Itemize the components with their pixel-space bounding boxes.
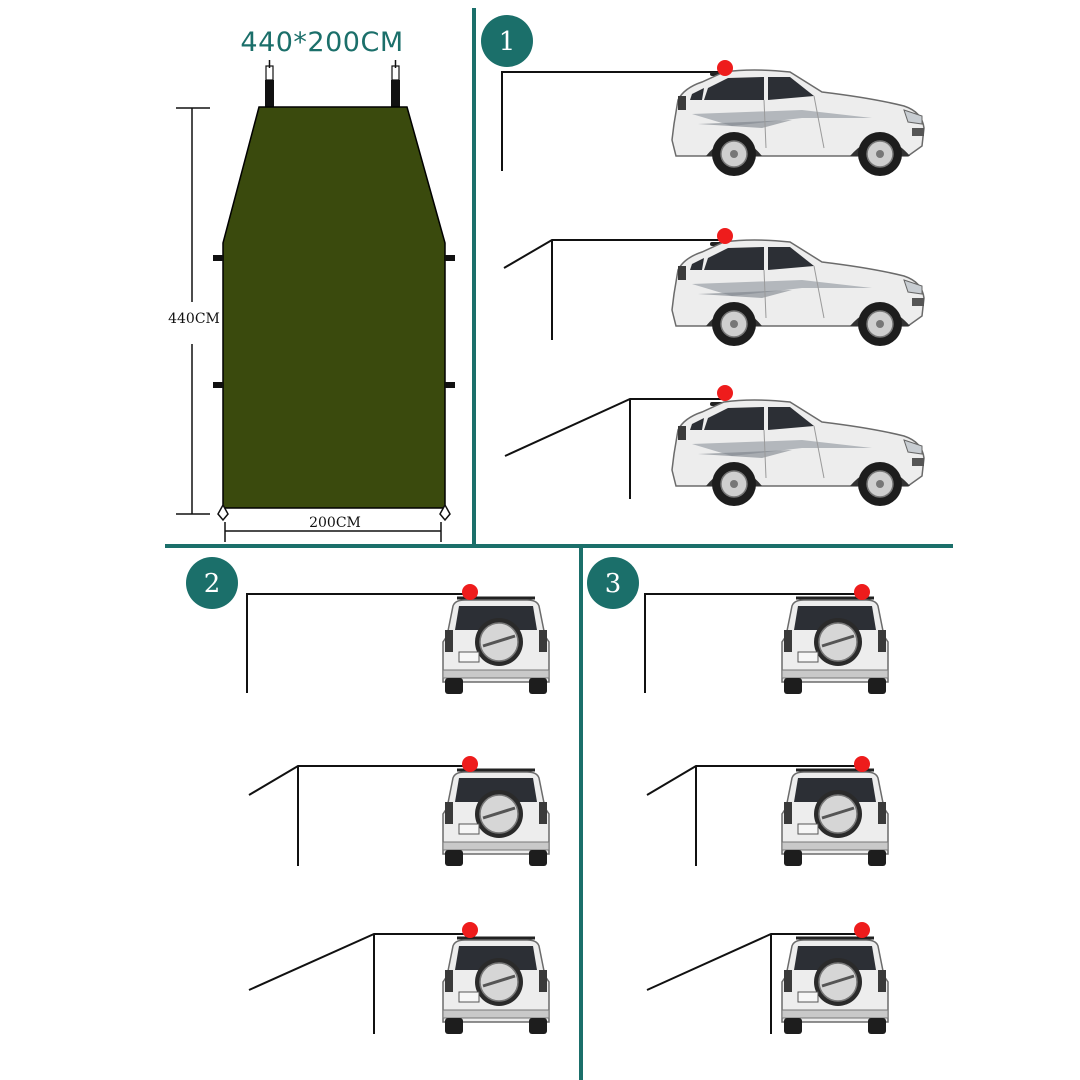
strap-hook-right <box>391 60 400 108</box>
divider-vertical-bottom <box>579 546 583 1080</box>
awning-flat-side <box>501 60 926 178</box>
step-badge-1-number: 1 <box>499 27 516 57</box>
anchor-dot <box>854 922 870 938</box>
awning-long-slope-rear-3 <box>646 922 890 1036</box>
anchor-dot <box>462 756 478 772</box>
awning-short-slope-side <box>503 228 926 348</box>
setup-panel-1: 1 <box>481 15 926 508</box>
anchor-dot <box>717 228 733 244</box>
setup-panel-2: 2 <box>186 557 551 1036</box>
divider-vertical-top <box>472 8 476 546</box>
awning-short-slope-rear <box>248 756 551 868</box>
awning-flat-rear <box>246 584 551 696</box>
tarp-sheet <box>222 106 446 509</box>
awning-flat-rear-3 <box>644 584 890 696</box>
anchor-dot <box>854 584 870 600</box>
anchor-dot <box>462 922 478 938</box>
tarp-title: 440*200CM <box>240 27 403 58</box>
anchor-dot <box>854 756 870 772</box>
tarp-panel: 440*200CM 440CM <box>168 27 455 542</box>
width-label: 200CM <box>309 515 361 531</box>
strap-hook-left <box>265 60 274 108</box>
tab-left-lower <box>213 382 223 388</box>
height-dimension <box>176 107 210 515</box>
tab-left-upper <box>213 255 223 261</box>
step-badge-1: 1 <box>481 15 533 67</box>
anchor-dot <box>717 385 733 401</box>
divider-horizontal <box>165 544 953 548</box>
width-dimension <box>224 522 442 542</box>
setup-panel-3: 3 <box>587 557 890 1036</box>
step-badge-2-number: 2 <box>204 569 221 599</box>
anchor-dot <box>717 60 733 76</box>
step-badge-3: 3 <box>587 557 639 609</box>
tab-right-lower <box>445 382 455 388</box>
step-badge-3-number: 3 <box>605 569 622 599</box>
awning-short-slope-rear-3 <box>646 756 890 868</box>
awning-long-slope-side <box>504 385 926 508</box>
anchor-dot <box>462 584 478 600</box>
step-badge-2: 2 <box>186 557 238 609</box>
corner-ring-left <box>217 503 229 522</box>
height-label: 440CM <box>168 311 220 327</box>
awning-long-slope-rear <box>248 922 551 1036</box>
tab-right-upper <box>445 255 455 261</box>
corner-ring-right <box>439 503 451 522</box>
